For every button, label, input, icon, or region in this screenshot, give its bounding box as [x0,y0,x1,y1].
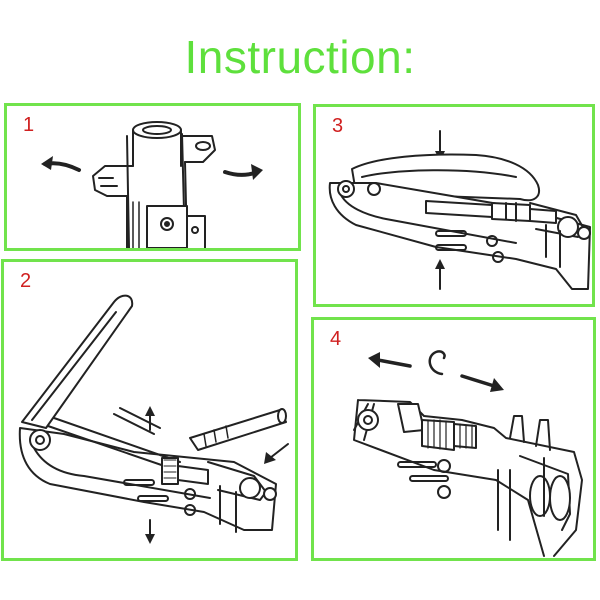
step-number-1: 1 [23,114,35,136]
step-3-panel: 3 [313,104,595,307]
remove-compressed-connector-illustration [353,350,583,557]
open-handles-insert-connector-illustration [18,294,289,544]
page-title: Instruction: [184,31,416,83]
step-number-2: 2 [20,270,32,292]
step-1-panel: 1 [4,103,301,251]
step-4-panel: 4 [311,317,596,561]
squeeze-handles-illustration [328,130,591,290]
step-number-3: 3 [332,115,344,137]
step-2-panel: 2 [1,259,298,561]
step-number-4: 4 [330,328,342,350]
tool-head-rotate-illustration [41,121,263,248]
